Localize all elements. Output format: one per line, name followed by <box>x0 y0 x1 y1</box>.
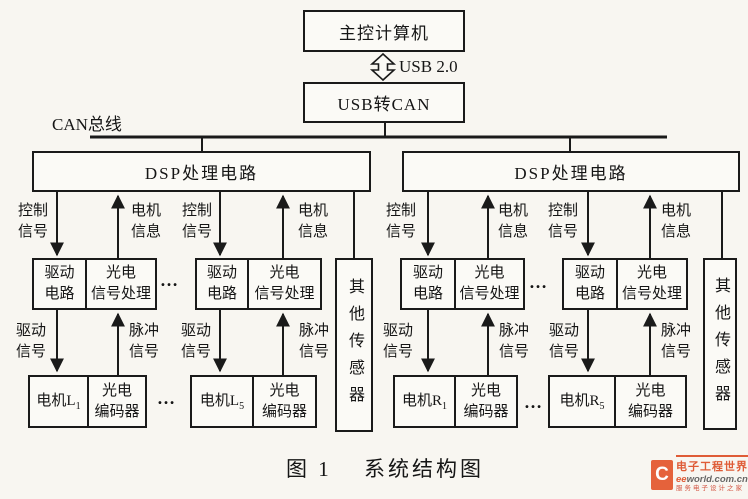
photo-signal-processing-box: 光电信号处理 <box>85 260 155 308</box>
dsp-right-label: DSP处理电路 <box>514 164 628 183</box>
motor-encoder-box: 电机L1 光电编码器 <box>28 375 147 428</box>
watermark: C 电子工程世界 eeworld.com.cn 服务电子设计之家 <box>651 455 748 499</box>
encoder-box: 光电编码器 <box>454 377 516 426</box>
dsp-right-box: DSP处理电路 <box>402 151 740 192</box>
encoder-box: 光电编码器 <box>87 377 145 426</box>
pulse-signal-label: 脉冲信号 <box>498 323 529 360</box>
usb-version-label: USB 2.0 <box>399 57 458 76</box>
ellipsis: … <box>160 270 179 290</box>
watermark-logo-icon: C <box>651 460 673 490</box>
usb-to-can-label: USB转CAN <box>337 95 431 114</box>
drive-signal-label: 驱动信号 <box>548 323 579 360</box>
drive-photo-box: 驱动电路 光电信号处理 <box>195 258 322 310</box>
drive-signal-label: 驱动信号 <box>180 323 211 360</box>
control-signal-label: 控制信号 <box>17 203 48 240</box>
dsp-left-box: DSP处理电路 <box>32 151 371 192</box>
encoder-box: 光电编码器 <box>614 377 685 426</box>
drive-circuit-box: 驱动电路 <box>44 265 75 302</box>
control-signal-label: 控制信号 <box>385 203 416 240</box>
drive-circuit-box: 驱动电路 <box>206 265 237 302</box>
drive-photo-box: 驱动电路 光电信号处理 <box>32 258 157 310</box>
watermark-site-url: eeworld.com.cn <box>676 474 748 485</box>
drive-signal-label: 驱动信号 <box>382 323 413 360</box>
drive-circuit-box: 驱动电路 <box>412 265 443 302</box>
photo-signal-processing-box: 光电信号处理 <box>616 260 686 308</box>
figure-caption: 图 1 系统结构图 <box>286 457 484 481</box>
control-signal-label: 控制信号 <box>547 203 578 240</box>
other-sensors-box: 其他传感器 <box>335 258 373 432</box>
drive-circuit-box: 驱动电路 <box>574 265 605 302</box>
main-computer-label: 主控计算机 <box>339 23 429 43</box>
watermark-site-name: 电子工程世界 <box>676 455 748 474</box>
usb-double-arrow-icon <box>369 52 397 82</box>
motor-info-label: 电机信息 <box>130 203 161 240</box>
photo-signal-processing-box: 光电信号处理 <box>247 260 320 308</box>
drive-photo-box: 驱动电路 光电信号处理 <box>562 258 688 310</box>
pulse-signal-label: 脉冲信号 <box>298 323 329 360</box>
other-sensors-box: 其他传感器 <box>703 258 737 430</box>
motor-encoder-box: 电机R5 光电编码器 <box>548 375 687 428</box>
drive-signal-label: 驱动信号 <box>15 323 46 360</box>
main-computer-box: 主控计算机 <box>303 10 465 52</box>
watermark-text: 电子工程世界 eeworld.com.cn 服务电子设计之家 <box>676 455 748 499</box>
motor-encoder-box: 电机R1 光电编码器 <box>393 375 518 428</box>
motor-box: 电机L5 <box>199 393 245 412</box>
motor-info-label: 电机信息 <box>497 203 528 240</box>
ellipsis: … <box>529 272 548 292</box>
ellipsis: … <box>157 388 176 408</box>
drive-photo-box: 驱动电路 光电信号处理 <box>400 258 525 310</box>
can-bus-label: CAN总线 <box>52 115 122 134</box>
control-signal-label: 控制信号 <box>181 203 212 240</box>
pulse-signal-label: 脉冲信号 <box>128 323 159 360</box>
motor-info-label: 电机信息 <box>660 203 691 240</box>
dsp-left-label: DSP处理电路 <box>144 164 259 183</box>
encoder-box: 光电编码器 <box>252 377 315 426</box>
watermark-slogan: 服务电子设计之家 <box>676 485 744 492</box>
motor-encoder-box: 电机L5 光电编码器 <box>190 375 317 428</box>
motor-info-label: 电机信息 <box>297 203 328 240</box>
pulse-signal-label: 脉冲信号 <box>660 323 691 360</box>
motor-box: 电机L1 <box>36 393 81 412</box>
photo-signal-processing-box: 光电信号处理 <box>454 260 523 308</box>
usb-to-can-box: USB转CAN <box>303 82 465 123</box>
motor-box: 电机R5 <box>559 393 605 412</box>
ellipsis: … <box>524 392 543 412</box>
motor-box: 电机R1 <box>401 393 447 412</box>
